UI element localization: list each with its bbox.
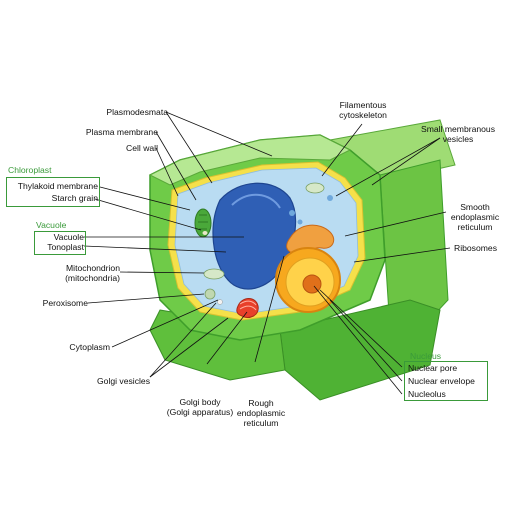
- label-cytoplasm: Cytoplasm: [69, 342, 110, 352]
- label-thylakoid-membrane: Thylakoid membrane: [17, 181, 98, 191]
- leader-line: [254, 255, 285, 363]
- leader-line: [335, 137, 441, 197]
- leader-line: [321, 123, 363, 177]
- leader-line: [83, 245, 227, 253]
- label-nuclear-pore: Nuclear pore: [408, 363, 458, 373]
- label-mitochondrion-line2: (mitochondria): [65, 273, 120, 283]
- cell-wall-top-face: [148, 134, 352, 186]
- label-plasmodesmata: Plasmodesmata: [106, 107, 168, 117]
- label-filamentous-line2: cytoskeleton: [339, 110, 387, 120]
- label-chloroplast-group: Chloroplast: [8, 165, 52, 175]
- label-ribosomes: Ribosomes: [454, 243, 497, 253]
- label-rough-er-line1: Rough: [248, 398, 274, 408]
- label-nucleolus: Nucleolus: [408, 389, 446, 399]
- leader-lines-right: [313, 123, 451, 395]
- label-peroxisome: Peroxisome: [42, 298, 88, 308]
- label-plasma-membrane: Plasma membrane: [85, 127, 158, 137]
- leader-line: [111, 299, 219, 348]
- label-smooth-er-line2: endoplasmic: [450, 212, 500, 222]
- label-golgi-body: Golgi body (Golgi apparatus): [150, 397, 250, 417]
- leader-line: [165, 111, 273, 157]
- label-smooth-er: Smooth endoplasmic reticulum: [444, 202, 506, 232]
- vacuole-group-box: [34, 231, 86, 255]
- mitochondrion: [305, 182, 325, 194]
- starch-grain: [202, 231, 208, 235]
- golgi-cisterna: [239, 305, 257, 311]
- label-rough-er: Rough endoplasmic reticulum: [225, 398, 297, 428]
- label-mitochondrion-line1: Mitochondrion: [66, 263, 120, 273]
- label-golgi-body-line1: Golgi body: [179, 397, 221, 407]
- nucleus-group-box: [404, 361, 488, 401]
- leader-line: [319, 289, 403, 368]
- leader-line: [206, 311, 248, 365]
- leader-line: [313, 285, 403, 395]
- label-cell-wall: Cell wall: [126, 143, 158, 153]
- peroxisome: [204, 288, 216, 300]
- nucleolus: [302, 274, 322, 294]
- leader-line: [94, 198, 202, 231]
- leader-line: [353, 247, 451, 263]
- label-filamentous-cytoskeleton: Filamentous cytoskeleton: [325, 100, 401, 120]
- leader-lines-left: [83, 111, 285, 378]
- small-vesicle: [327, 195, 333, 201]
- chloroplast-group-box: [6, 177, 100, 207]
- tonoplast-highlight: [231, 193, 281, 209]
- rough-er: [286, 224, 335, 255]
- label-tonoplast: Tonoplast: [47, 242, 84, 252]
- label-rough-er-line3: reticulum: [243, 418, 279, 428]
- label-golgi-body-line2: (Golgi apparatus): [166, 407, 234, 417]
- mitochondrion: [203, 268, 225, 280]
- label-nuclear-envelope: Nuclear envelope: [408, 376, 475, 386]
- label-smooth-er-line3: reticulum: [457, 222, 493, 232]
- small-vesicle: [289, 210, 295, 216]
- leader-line: [329, 299, 403, 382]
- leader-line: [87, 293, 205, 304]
- label-nucleus-group: Nucleus: [410, 351, 442, 361]
- leader-line: [155, 131, 197, 201]
- leader-line: [155, 147, 179, 197]
- label-golgi-vesicles: Golgi vesicles: [96, 376, 150, 386]
- leader-line: [149, 317, 229, 378]
- label-small-vesicles-line1: Small membranous: [420, 124, 496, 134]
- label-vacuole-group: Vacuole: [36, 220, 67, 230]
- label-vacuole: Vacuole: [53, 232, 84, 242]
- label-small-vesicles-line2: vesicles: [442, 134, 474, 144]
- small-vesicle: [217, 299, 223, 305]
- golgi-cisterna: [239, 300, 257, 306]
- label-rough-er-line2: endoplasmic: [236, 408, 286, 418]
- small-vesicle: [297, 219, 303, 225]
- label-small-membranous-vesicles: Small membranous vesicles: [412, 124, 504, 144]
- leader-line: [119, 271, 205, 274]
- leader-line: [149, 302, 217, 378]
- leader-line: [371, 137, 441, 186]
- label-filamentous-line1: Filamentous: [339, 100, 387, 110]
- label-smooth-er-line1: Smooth: [460, 202, 490, 212]
- label-mitochondrion: Mitochondrion (mitochondria): [10, 263, 120, 283]
- leader-line: [99, 186, 191, 211]
- label-starch-grain: Starch grain: [51, 193, 98, 203]
- leader-line: [344, 211, 447, 237]
- leader-line: [165, 111, 213, 184]
